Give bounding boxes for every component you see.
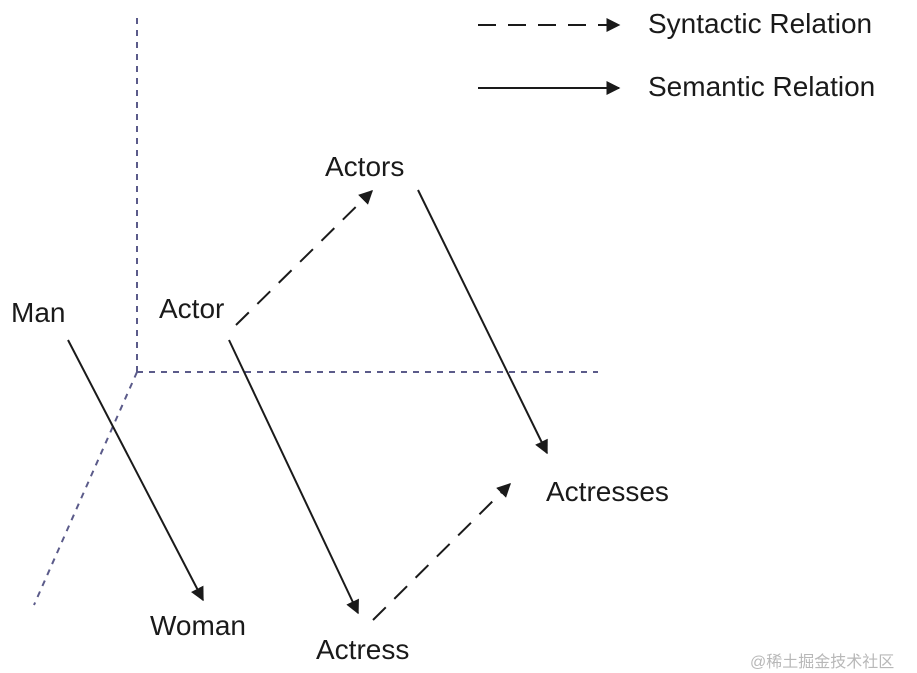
semantic-relations: [67, 189, 548, 615]
depth-axis: [33, 371, 138, 606]
word-actresses: Actresses: [546, 476, 669, 507]
arrow-actress-actresses: [372, 483, 511, 621]
arrow-actor-actors: [235, 190, 373, 326]
legend-semantic-label: Semantic Relation: [648, 71, 876, 102]
word-man: Man: [11, 297, 66, 328]
legend: [478, 18, 621, 95]
word-actor: Actor: [159, 293, 225, 324]
arrow-actor-actress: [228, 339, 359, 615]
axes: [33, 18, 598, 606]
arrow-man-woman: [67, 339, 204, 602]
arrow-actors-actresses: [417, 189, 548, 455]
legend-syntactic-label: Syntactic Relation: [648, 8, 873, 39]
syntactic-relations: [235, 190, 511, 621]
watermark-text: @稀土掘金技术社区: [750, 654, 895, 671]
word-actress: Actress: [316, 634, 410, 665]
word-actors: Actors: [325, 151, 405, 182]
word-woman: Woman: [150, 610, 246, 641]
